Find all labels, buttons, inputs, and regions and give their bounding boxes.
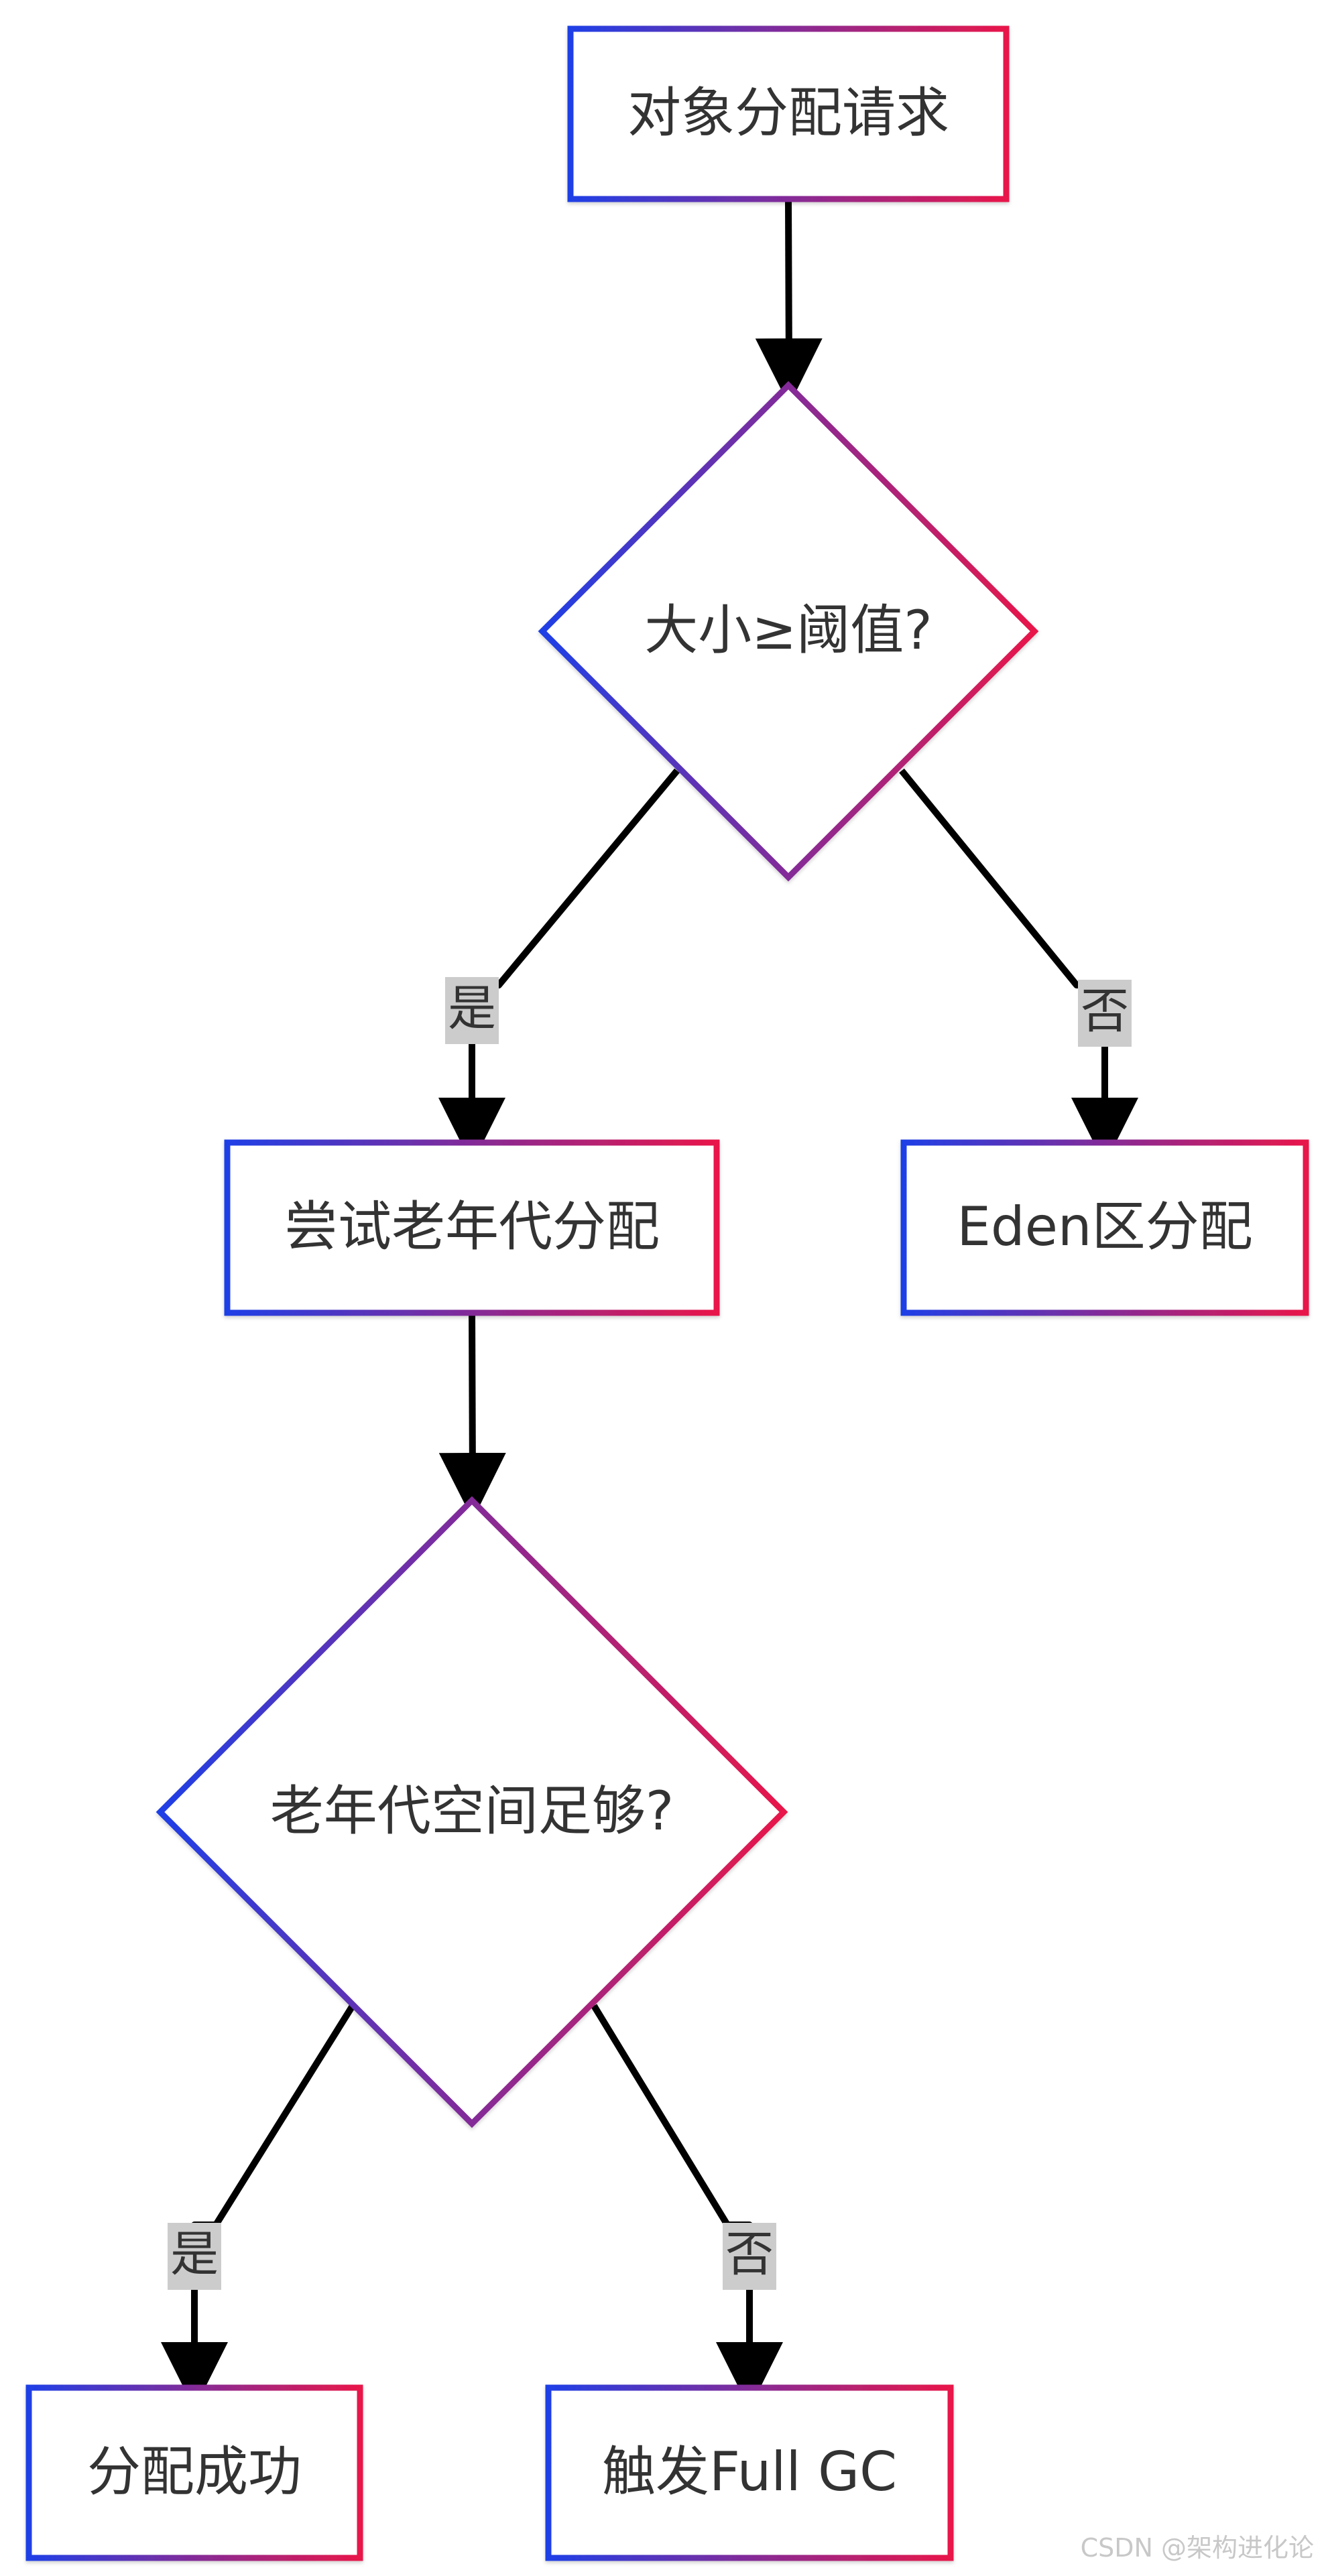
node-try-old-gen: 尝试老年代分配 <box>224 1139 720 1316</box>
node-eden-alloc: Eden区分配 <box>900 1139 1309 1316</box>
process-box <box>224 1139 720 1316</box>
process-box <box>545 2384 954 2561</box>
edge-label-text: 否 <box>725 2226 774 2282</box>
edge-label-size_check-to-eden_alloc: 否 <box>1078 980 1132 1047</box>
edge-label-old_space_check-to-full_gc: 否 <box>723 2223 776 2290</box>
edge-alloc_request-to-size_check <box>755 198 823 405</box>
node-label: Eden区分配 <box>957 1196 1252 1258</box>
edge-label-background <box>723 2223 776 2290</box>
decision-diamond <box>156 1496 788 2128</box>
edge-size_check-to-try_old_gen <box>438 768 680 1165</box>
edge-size_check-to-eden_alloc <box>899 768 1138 1165</box>
edge-label-text: 是 <box>170 2226 219 2282</box>
node-label: 老年代空间足够? <box>270 1780 674 1842</box>
node-label: 分配成功 <box>87 2441 302 2503</box>
process-box <box>900 1139 1309 1316</box>
node-label: 大小≥阈值? <box>644 599 932 661</box>
node-label: 对象分配请求 <box>627 82 949 144</box>
edge-label-text: 是 <box>448 980 496 1037</box>
edge-old_space_check-to-full_gc <box>591 2004 783 2409</box>
edge-label-text: 否 <box>1081 983 1129 1039</box>
process-box <box>25 2384 363 2561</box>
edge-label-background <box>1078 980 1132 1047</box>
edge-old_space_check-to-alloc_success <box>161 2004 356 2409</box>
node-label: 触发Full GC <box>602 2441 897 2503</box>
node-alloc-request: 对象分配请求 <box>567 25 1010 202</box>
decision-diamond <box>538 381 1039 882</box>
watermark: CSDN @架构进化论 <box>1080 2533 1314 2563</box>
edge-label-background <box>168 2223 221 2290</box>
node-old-space-check: 老年代空间足够? <box>156 1496 788 2128</box>
node-alloc-success: 分配成功 <box>25 2384 363 2561</box>
node-size-check: 大小≥阈值? <box>538 381 1039 882</box>
node-label: 尝试老年代分配 <box>284 1196 660 1258</box>
node-full-gc: 触发Full GC <box>545 2384 954 2561</box>
edge-labels-layer: 是否是否 <box>168 977 1132 2290</box>
edge-label-size_check-to-try_old_gen: 是 <box>445 977 499 1044</box>
edge-try_old_gen-to-old_space_check <box>438 1312 506 1520</box>
process-box <box>567 25 1010 202</box>
edge-label-background <box>445 977 499 1044</box>
edge-label-old_space_check-to-alloc_success: 是 <box>168 2223 221 2290</box>
